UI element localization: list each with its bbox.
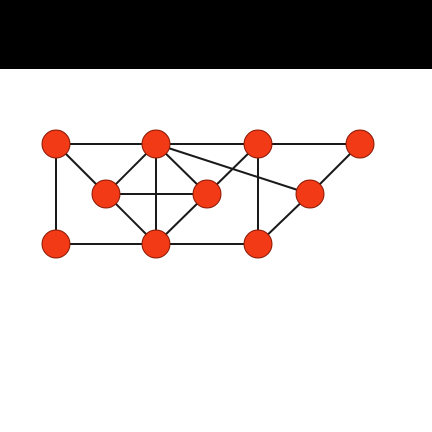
graph-node-n6 — [192, 179, 222, 209]
graph-node-n3 — [243, 129, 273, 159]
graph-node-n4 — [345, 129, 375, 159]
graph-node-n7 — [295, 179, 325, 209]
graph-node-n8 — [41, 229, 71, 259]
graph-nodes — [41, 129, 375, 259]
top-black-band — [0, 0, 432, 69]
graph-node-n1 — [41, 129, 71, 159]
graph-node-n9 — [141, 229, 171, 259]
graph-node-n5 — [91, 179, 121, 209]
graph-node-n2 — [141, 129, 171, 159]
graph-node-n10 — [243, 229, 273, 259]
